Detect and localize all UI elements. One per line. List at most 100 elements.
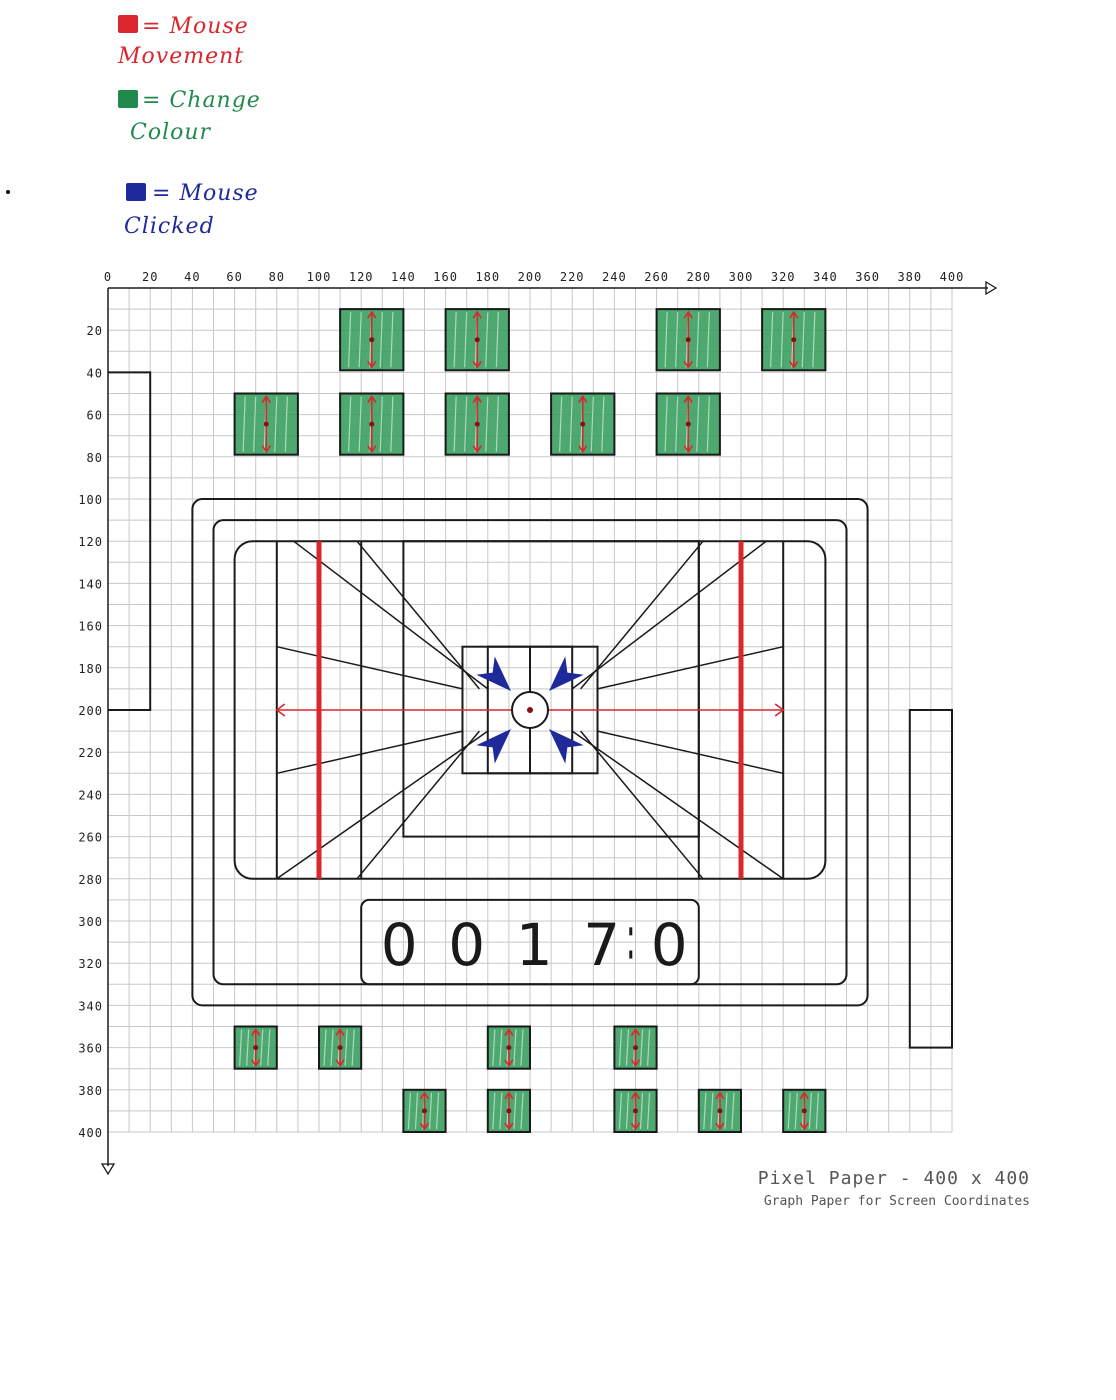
hatch-gap (520, 1029, 524, 1066)
perspective-ray (276, 730, 489, 880)
center-dot (263, 421, 269, 427)
arrow-up-head (683, 395, 693, 403)
legend: = Mouse Movement = Change Colour = Mouse… (0, 0, 420, 260)
change-colour-box (444, 392, 510, 456)
hatch-gap (358, 396, 362, 452)
mouse-movement-swatch (118, 15, 138, 33)
right-side-bar (908, 709, 953, 1049)
y-tick-label: 180 (78, 662, 103, 676)
arrow-up-head (630, 1091, 641, 1100)
y-tick-label: 120 (78, 535, 103, 549)
perspective-ray (356, 730, 480, 880)
change-colour-box (486, 1088, 531, 1134)
x-tick-label: 140 (391, 270, 416, 284)
change-colour-swatch (118, 90, 138, 108)
hatch-gap (428, 1092, 433, 1130)
hatch-gap (495, 312, 499, 368)
stray-dot (6, 190, 10, 194)
arrow-up-head (472, 395, 482, 403)
perspective-ray (597, 730, 784, 775)
change-colour-box (655, 392, 721, 456)
y-axis-arrow (100, 1163, 116, 1176)
score-digit: 7 (583, 911, 620, 979)
legend-movement-line2: Movement (118, 44, 245, 69)
hatch-gap (492, 1029, 496, 1066)
hatch-gap (618, 1092, 623, 1130)
arrow-up-head (335, 1028, 345, 1036)
center-dot (717, 1108, 723, 1114)
arrow-up-head (367, 395, 377, 403)
click-arrow-bottom-right (548, 728, 584, 764)
hatch-gap (664, 396, 668, 452)
legend-change-line1: = Change (142, 88, 261, 113)
hatch-gap (703, 1092, 707, 1130)
change-colour-box (402, 1088, 447, 1134)
x-tick-label: 20 (142, 270, 158, 284)
hatch-gap (559, 396, 563, 452)
x-tick-label: 80 (269, 270, 285, 284)
arrow-down-head (630, 1059, 641, 1068)
y-tick-label: 60 (87, 409, 103, 423)
arrow-up-head (799, 1091, 809, 1100)
hatch-gap (646, 1092, 651, 1130)
footer-subtitle: Graph Paper for Screen Coordinates (763, 1194, 1030, 1209)
x-tick-label: 180 (475, 270, 500, 284)
hatch-gap (675, 312, 679, 368)
arrow-down-head (367, 360, 377, 369)
y-axis-ticks: 2040608010012014016018020022024026028030… (78, 324, 103, 1140)
digit-separator-bottom (629, 950, 633, 959)
arrow-down-head (251, 1059, 261, 1068)
arrow-up-head (630, 1028, 641, 1036)
x-tick-label: 240 (602, 270, 627, 284)
change-colour-box (761, 308, 827, 372)
perspective-ray (597, 645, 784, 690)
change-colour-box (486, 1025, 531, 1070)
hatch-gap (664, 312, 668, 368)
hatch-gap (274, 396, 278, 452)
perspective-ray (356, 540, 480, 690)
click-arrow-top-right (548, 656, 584, 692)
arrow-up-head (504, 1091, 514, 1100)
change-colour-box (782, 1088, 827, 1134)
y-tick-label: 40 (87, 366, 103, 380)
center-dot (253, 1045, 259, 1051)
hatch-gap (464, 396, 468, 452)
hatch-gap (390, 396, 394, 452)
score-display-box (360, 898, 700, 986)
arrow-up-head (251, 1028, 261, 1036)
hatch-gap (706, 312, 710, 368)
hatch-gap (239, 1029, 243, 1066)
perspective-ray (580, 730, 704, 880)
perspective-ray (276, 730, 463, 775)
arrow-left-head (275, 703, 286, 717)
y-tick-label: 160 (78, 620, 103, 634)
center-dot (801, 1108, 807, 1114)
change-colour-box (613, 1025, 658, 1070)
hatch-gap (675, 396, 679, 452)
legend-clicked-line1: = Mouse (152, 181, 259, 206)
change-colour-box (339, 392, 405, 456)
perspective-ray (293, 540, 489, 690)
footer-title: Pixel Paper - 400 x 400 (757, 1168, 1030, 1189)
hatch-gap (464, 312, 468, 368)
hatch-gap (724, 1092, 728, 1130)
arrow-up-head (472, 310, 482, 319)
arrow-up-head (683, 310, 693, 319)
arrow-up-head (367, 310, 377, 319)
hatch-gap (625, 1092, 630, 1130)
hatch-gap (453, 312, 457, 368)
monitor-outer-frame (191, 498, 869, 1007)
y-tick-label: 380 (78, 1084, 103, 1098)
arrow-down-head (419, 1122, 430, 1131)
hatch-gap (379, 396, 383, 452)
click-arrow-bottom-left (476, 728, 512, 764)
perspective-ray (276, 645, 463, 690)
x-tick-label: 280 (686, 270, 711, 284)
hatch-gap (284, 396, 288, 452)
center-dot (633, 1045, 638, 1051)
center-dot (369, 337, 375, 343)
hatch-gap (485, 312, 489, 368)
center-dot (685, 421, 691, 427)
center-dot (422, 1108, 427, 1114)
